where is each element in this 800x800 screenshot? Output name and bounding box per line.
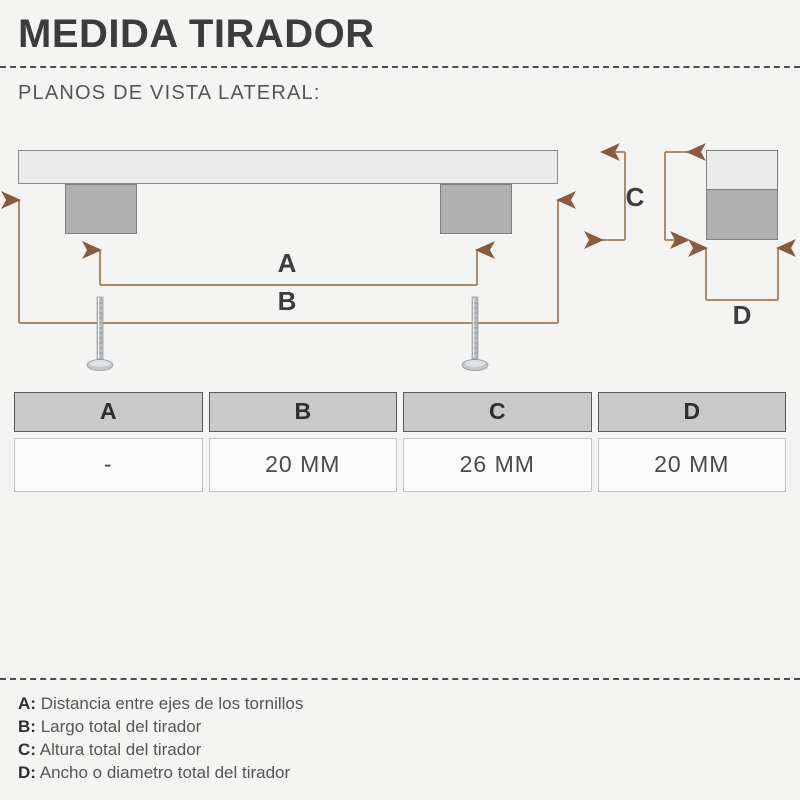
dimension-label-c: C [625, 182, 645, 212]
table-header-b: B [208, 392, 397, 432]
legend-key-c: C: [18, 740, 36, 759]
handle-bar-side-view [18, 150, 558, 184]
handle-end-view-lower [707, 189, 777, 239]
table-value-d: 20 MM [597, 438, 786, 492]
handle-leg-right [440, 184, 512, 234]
dimension-label-a: A [277, 248, 297, 278]
dimension-arrows [1, 143, 796, 324]
table-header-d: D [597, 392, 786, 432]
measurements-table: A B C D - 20 MM 26 MM 20 MM [14, 392, 786, 492]
divider-bottom [0, 678, 800, 680]
page-title: MEDIDA TIRADOR [18, 12, 375, 56]
legend-key-b: B: [18, 717, 36, 736]
legend-text-b: Largo total del tirador [40, 717, 202, 736]
page-subtitle: PLANOS DE VISTA LATERAL: [18, 82, 321, 104]
legend-item-d: D: Ancho o diametro total del tirador [18, 761, 618, 784]
legend-item-c: C: Altura total del tirador [18, 738, 618, 761]
table-value-a: - [14, 438, 203, 492]
legend-key-d: D: [18, 763, 36, 782]
legend: A: Distancia entre ejes de los tornillos… [18, 692, 618, 784]
table-header-a: A [14, 392, 203, 432]
legend-item-a: A: Distancia entre ejes de los tornillos [18, 692, 618, 715]
handle-end-view [706, 150, 778, 240]
legend-text-d: Ancho o diametro total del tirador [39, 763, 291, 782]
table-header-c: C [403, 392, 592, 432]
table-value-b: 20 MM [208, 438, 397, 492]
table-value-c: 26 MM [403, 438, 592, 492]
legend-key-a: A: [18, 694, 36, 713]
legend-item-b: B: Largo total del tirador [18, 715, 618, 738]
dimension-label-d: D [732, 300, 752, 330]
screw-left [86, 296, 114, 371]
legend-text-c: Altura total del tirador [39, 740, 202, 759]
legend-text-a: Distancia entre ejes de los tornillos [40, 694, 304, 713]
technical-drawing: A B C D [0, 130, 800, 390]
dimension-label-b: B [277, 286, 297, 316]
divider-top [0, 66, 800, 68]
table-value-row: - 20 MM 26 MM 20 MM [14, 438, 786, 492]
screw-right [461, 296, 489, 371]
handle-leg-left [65, 184, 137, 234]
table-header-row: A B C D [14, 392, 786, 432]
